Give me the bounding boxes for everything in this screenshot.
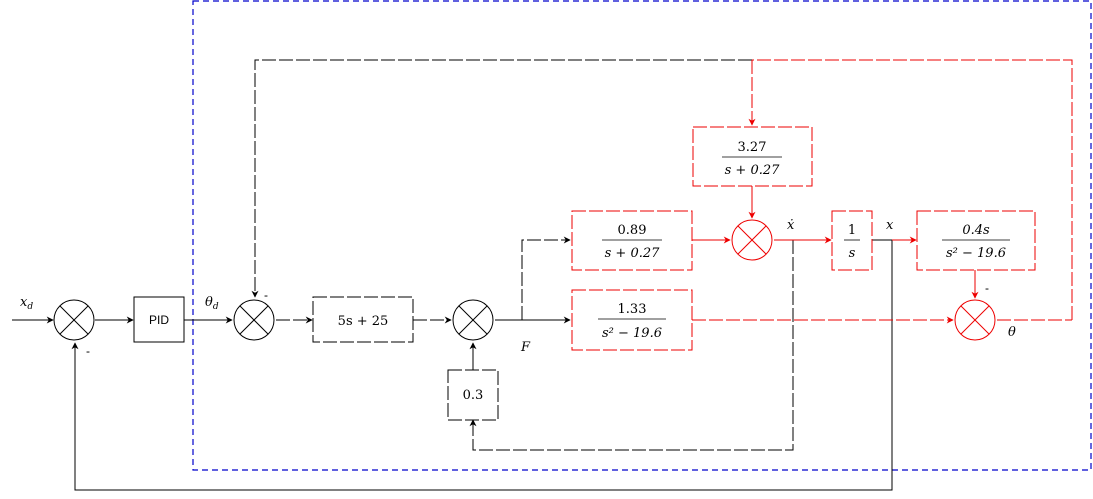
integrator-num: 1 xyxy=(848,223,856,238)
sum1-minus-sign: - xyxy=(86,344,90,358)
tf-top-den: s + 0.27 xyxy=(725,163,781,178)
tf-top-num: 3.27 xyxy=(738,140,767,155)
tf-x-theta-den: s² − 19.6 xyxy=(946,246,1006,261)
signal-F-label: F xyxy=(520,340,531,355)
friction-label: 0.3 xyxy=(463,388,484,403)
tf-f-theta-den: s² − 19.6 xyxy=(602,326,662,341)
sum-junction-theta xyxy=(954,299,996,341)
sum-theta-minus-sign: - xyxy=(985,281,989,295)
integrator-block: 1 s xyxy=(831,210,873,271)
tf-x-theta-block: 0.4s s² − 19.6 xyxy=(916,210,1036,271)
tf-f-theta-block: 1.33 s² − 19.6 xyxy=(571,289,693,351)
integrator-den: s xyxy=(849,246,856,261)
controller-gain-block: 5s + 25 xyxy=(312,296,414,343)
sum2-minus-sign: - xyxy=(264,288,268,302)
signal-xd-label: xd xyxy=(20,295,33,312)
signal-x-label: x xyxy=(886,218,894,233)
controller-gain-label: 5s + 25 xyxy=(338,314,389,329)
tf-x-theta-num: 0.4s xyxy=(962,223,990,238)
tf-xdot-den: s + 0.27 xyxy=(605,246,661,261)
plant-boundary xyxy=(192,0,1092,471)
sum-junction-2 xyxy=(233,299,275,341)
sum-junction-1 xyxy=(53,299,95,341)
tf-f-theta-num: 1.33 xyxy=(618,302,647,317)
pid-block: PID xyxy=(133,296,185,343)
tf-xdot-block: 0.89 s + 0.27 xyxy=(571,210,693,271)
signal-theta-label: θ xyxy=(1008,325,1016,340)
signal-thetad-label: θd xyxy=(205,295,219,312)
sum-junction-3 xyxy=(452,299,494,341)
tf-top-block: 3.27 s + 0.27 xyxy=(692,126,813,187)
signal-xdot-label: ẋ xyxy=(787,218,795,233)
sum-junction-xdot xyxy=(731,219,773,261)
red-wires xyxy=(692,59,1073,324)
pid-label: PID xyxy=(149,313,169,327)
tf-xdot-num: 0.89 xyxy=(618,223,647,238)
black-wires xyxy=(12,59,893,491)
friction-block: 0.3 xyxy=(447,369,499,421)
